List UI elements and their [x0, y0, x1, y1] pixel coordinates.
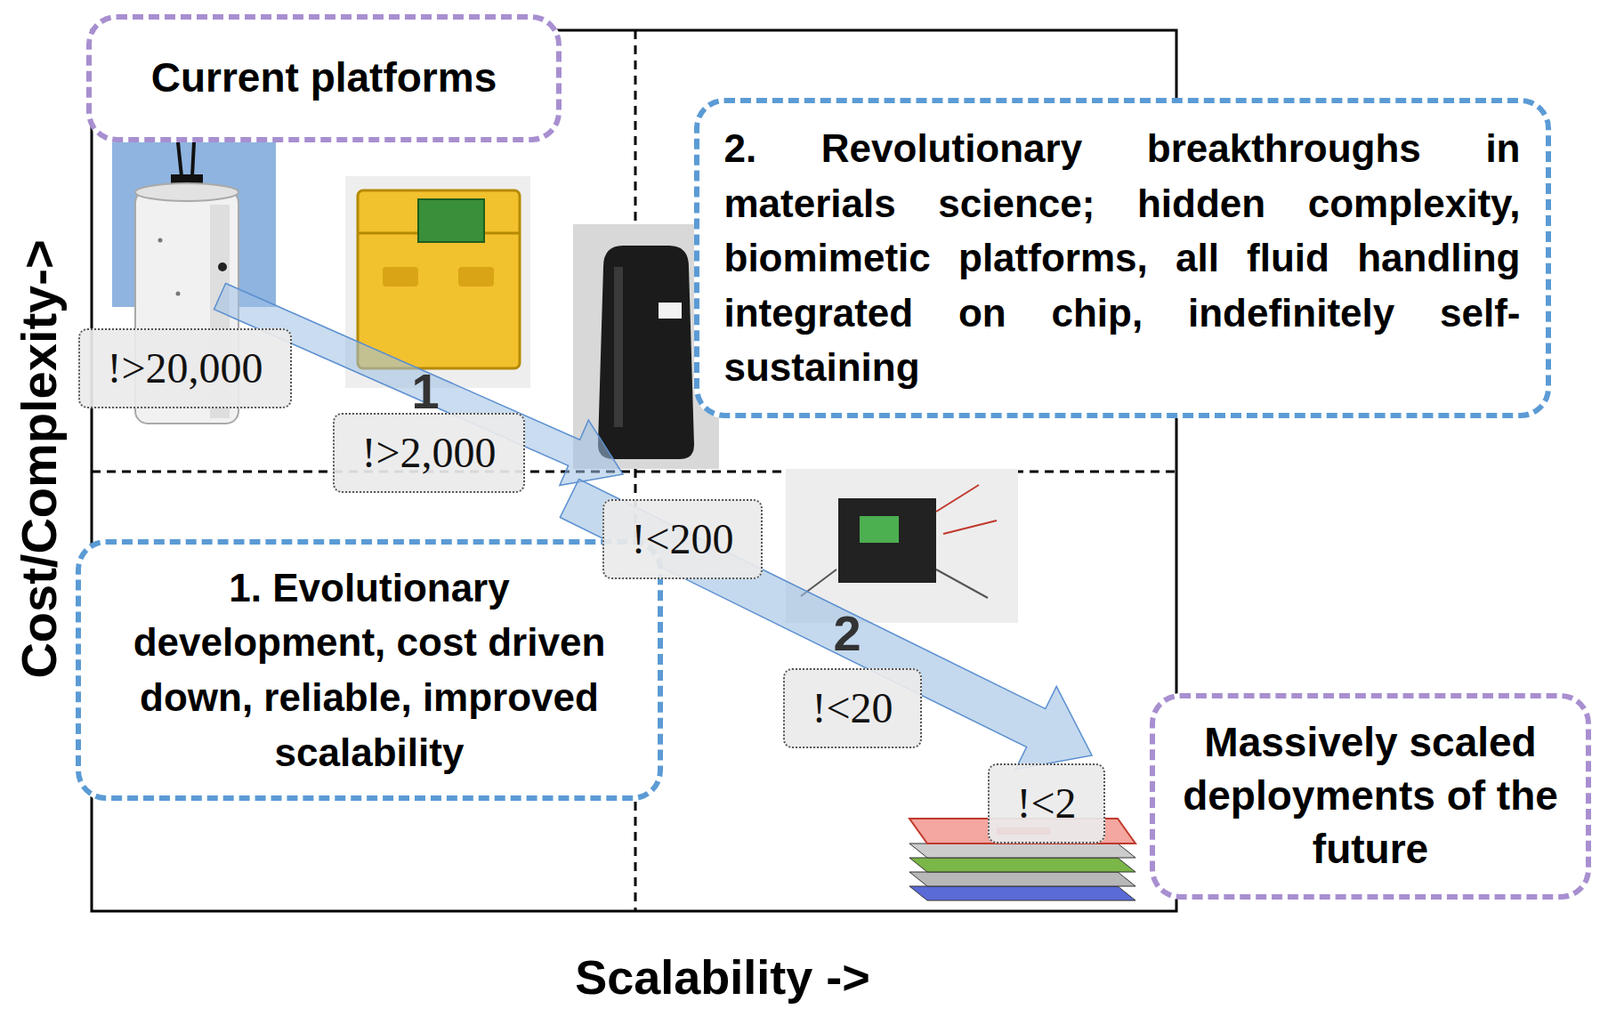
platform-heading-box: Current platforms [86, 14, 562, 142]
box-text: !>2,000 [361, 425, 496, 481]
box-text: 2. Revolutionary breakthroughs in materi… [724, 121, 1521, 396]
box-text: !<200 [630, 511, 734, 567]
cost-tag: !>2,000 [332, 412, 525, 493]
axis-title: Cost/Complexity-> [14, 239, 65, 679]
box-text: !<20 [811, 680, 893, 736]
future-deployment-box: Massively scaled deployments of the futu… [1149, 693, 1592, 899]
box-text: Massively scaled deployments of the futu… [1171, 716, 1570, 876]
box-text: !>20,000 [106, 340, 263, 396]
cost-tag: !<20 [783, 668, 922, 749]
axis-title: Scalability -> [574, 953, 871, 1002]
cost-tag: !<200 [602, 499, 762, 580]
evolution-box: 1. Evolutionary development, cost driven… [75, 539, 663, 801]
cost-tag: !<2 [987, 763, 1105, 844]
cost-tag: !>20,000 [78, 328, 291, 409]
step-number: 2 [832, 608, 861, 659]
step-number: 1 [411, 366, 439, 417]
box-text: !<2 [1016, 775, 1076, 832]
box-text: 1. Evolutionary development, cost driven… [98, 560, 640, 780]
revolution-box: 2. Revolutionary breakthroughs in materi… [694, 97, 1552, 419]
box-text: Current platforms [109, 53, 539, 103]
